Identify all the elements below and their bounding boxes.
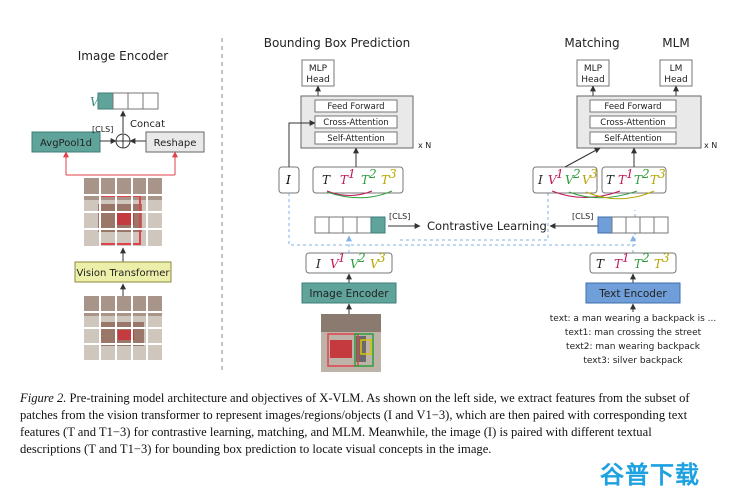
mid-cross-attention: Cross-Attention bbox=[323, 118, 388, 128]
right-token-V2-sup: 2 bbox=[572, 167, 581, 181]
right-token-T3: T bbox=[650, 173, 659, 187]
right-token-T2: T bbox=[634, 173, 643, 187]
mid-token-T1-sup: 1 bbox=[348, 167, 356, 181]
mlm-lm-label: LM bbox=[670, 64, 683, 74]
bbox-head-label: Head bbox=[306, 75, 330, 85]
mid-img-token-V2-sup: 2 bbox=[357, 251, 366, 265]
mid-token-T3-sup: 3 bbox=[389, 167, 397, 181]
right-text-tokens-box bbox=[589, 252, 677, 274]
right-token-I: I bbox=[537, 173, 543, 187]
matching-title: Matching bbox=[564, 36, 619, 50]
mid-token-T2: T bbox=[361, 173, 370, 187]
cls-label-left: [CLS] bbox=[92, 125, 113, 134]
right-txt-token-T2-sup: 2 bbox=[641, 251, 650, 265]
right-txt-token-T1: T bbox=[614, 257, 623, 271]
concat-label: Concat bbox=[130, 119, 165, 130]
right-token-V3-sup: 3 bbox=[590, 167, 598, 181]
right-cls-label: [CLS] bbox=[572, 212, 593, 221]
avgpool-label: AvgPool1d bbox=[40, 138, 92, 149]
right-token-V1-sup: 1 bbox=[556, 167, 564, 181]
right-token-V3: V bbox=[582, 173, 592, 187]
mid-img-token-V2: V bbox=[350, 257, 360, 271]
right-token-V1: V bbox=[548, 173, 558, 187]
mid-img-token-I: I bbox=[315, 257, 321, 271]
image-encoder-label: Image Encoder bbox=[309, 288, 389, 300]
patch-grid-lower bbox=[84, 296, 162, 360]
mlm-title: MLM bbox=[662, 36, 689, 50]
vision-transformer-label: Vision Transformer bbox=[76, 268, 170, 279]
right-token-V2: V bbox=[565, 173, 575, 187]
mid-img-token-V3: V bbox=[370, 257, 380, 271]
mid-text-token-box bbox=[312, 166, 404, 194]
right-txt-token-T: T bbox=[596, 257, 605, 271]
mid-cls-strip bbox=[314, 216, 386, 234]
mid-img-token-V1: V bbox=[330, 257, 340, 271]
mid-token-T: T bbox=[322, 173, 331, 187]
right-feed-forward: Feed Forward bbox=[604, 102, 661, 112]
right-token-T1: T bbox=[618, 173, 627, 187]
mid-token-T1: T bbox=[340, 173, 349, 187]
mlm-head-label: Head bbox=[664, 75, 688, 85]
right-token-T: T bbox=[606, 173, 615, 187]
bbox-mlp-label: MLP bbox=[309, 64, 328, 74]
street-photo bbox=[321, 314, 381, 372]
match-mlp-label: MLP bbox=[584, 64, 603, 74]
mid-self-attention: Self-Attention bbox=[327, 134, 385, 144]
image-encoder-box bbox=[301, 282, 397, 304]
right-txt-token-T3: T bbox=[654, 257, 663, 271]
v-feature-strip bbox=[97, 92, 159, 110]
text-encoder-box bbox=[585, 282, 681, 304]
v-label: V bbox=[90, 95, 100, 109]
patch-grid-upper bbox=[84, 178, 162, 246]
bbox-title: Bounding Box Prediction bbox=[264, 36, 411, 50]
right-token-T1-sup: 1 bbox=[626, 167, 634, 181]
right-txt-token-T2: T bbox=[634, 257, 643, 271]
mid-xn: x N bbox=[418, 141, 431, 150]
text-line-0: text: a man wearing a backpack is ... bbox=[550, 314, 716, 324]
right-xn: x N bbox=[704, 141, 717, 150]
mid-token-T2-sup: 2 bbox=[368, 167, 377, 181]
text-line-2: text2: man wearing backpack bbox=[566, 342, 701, 352]
mid-img-token-V3-sup: 3 bbox=[378, 251, 386, 265]
right-cross-attention: Cross-Attention bbox=[600, 118, 665, 128]
figure-caption: Figure 2. Pre-training model architectur… bbox=[20, 390, 710, 458]
mid-token-T3: T bbox=[381, 173, 390, 187]
right-txt-token-T1-sup: 1 bbox=[622, 251, 630, 265]
text-line-3: text3: silver backpack bbox=[583, 356, 683, 366]
mlm-lm-head bbox=[659, 59, 693, 87]
vision-transformer-box bbox=[74, 261, 172, 283]
right-token-T2-sup: 2 bbox=[641, 167, 650, 181]
watermark-logo: 谷普下载 bbox=[600, 461, 700, 489]
reshape-label: Reshape bbox=[154, 138, 197, 149]
mid-cls-label: [CLS] bbox=[389, 212, 410, 221]
mid-token-I: I bbox=[285, 173, 291, 187]
right-cls-strip bbox=[597, 216, 669, 234]
contrastive-label: Contrastive Learning bbox=[427, 219, 547, 233]
architecture-diagram: Image Encoder V Concat AvgPool1d [CLS] R… bbox=[31, 36, 717, 372]
match-head-label: Head bbox=[581, 75, 605, 85]
caption-fig-label: Figure 2. bbox=[20, 391, 67, 405]
left-title: Image Encoder bbox=[78, 49, 169, 63]
caption-text: Pre-training model architecture and obje… bbox=[20, 391, 690, 456]
text-encoder-label: Text Encoder bbox=[598, 288, 667, 300]
mid-feed-forward: Feed Forward bbox=[327, 102, 384, 112]
right-txt-token-T3-sup: 3 bbox=[662, 251, 670, 265]
right-self-attention: Self-Attention bbox=[604, 134, 662, 144]
mid-img-token-V1-sup: 1 bbox=[338, 251, 346, 265]
right-token-T3-sup: 3 bbox=[658, 167, 666, 181]
text-line-1: text1: man crossing the street bbox=[565, 328, 702, 338]
